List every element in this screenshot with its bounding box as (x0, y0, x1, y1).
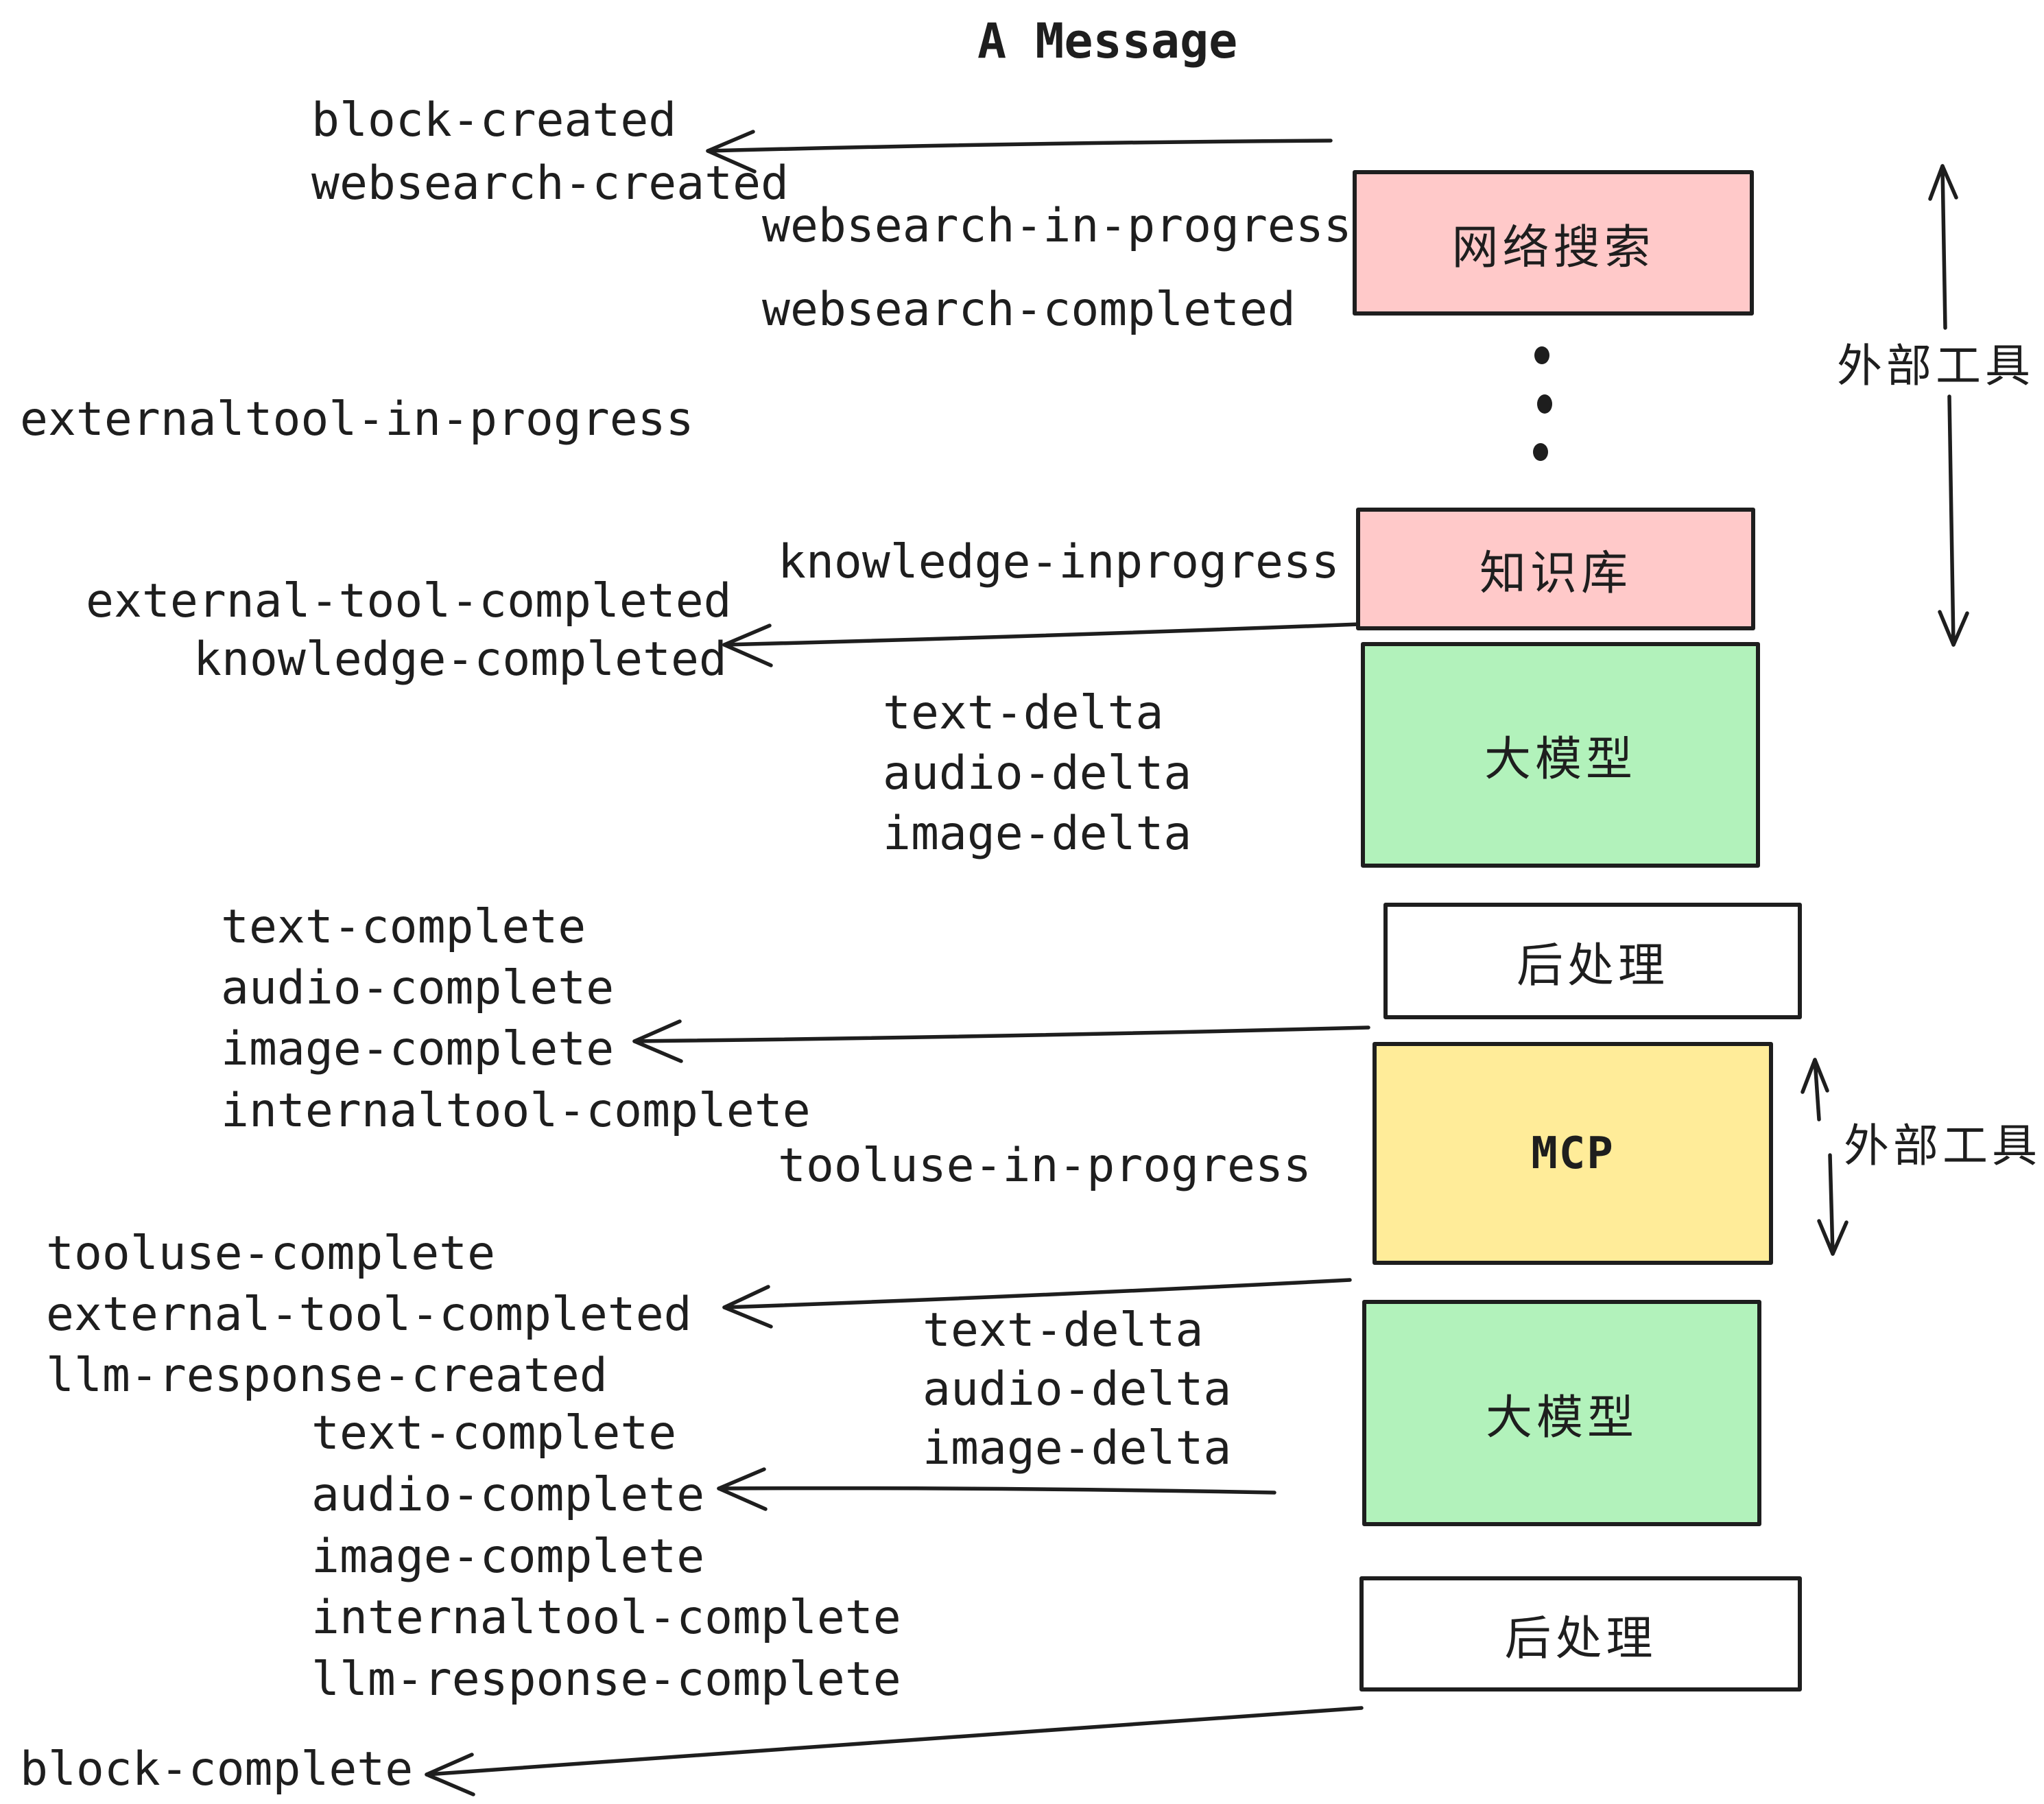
box-post-1: 后处理 (1383, 903, 1802, 1019)
event-label-audio-delta-2: audio-delta (923, 1362, 1232, 1416)
event-label-text-delta-2: text-delta (923, 1303, 1204, 1357)
event-label-text-delta: text-delta (883, 686, 1164, 740)
event-label-websearch-created: websearch-created (311, 156, 789, 211)
box-llm-2: 大模型 (1362, 1300, 1761, 1526)
box-knowledge-label: 知识库 (1479, 547, 1632, 600)
box-post-2-label: 后处理 (1504, 1612, 1657, 1665)
box-mcp-label: MCP (1531, 1128, 1615, 1179)
event-label-image-delta-2: image-delta (923, 1421, 1232, 1475)
event-label-text-complete-2: text-complete (311, 1406, 677, 1460)
box-post-2: 后处理 (1359, 1576, 1802, 1692)
event-label-llm-response-complete: llm-response-complete (311, 1652, 901, 1707)
event-label-websearch-in-progress: websearch-in-progress (762, 199, 1352, 253)
vertical-ellipsis-icon (1533, 346, 1552, 461)
diagram-title: A Message (977, 13, 1238, 69)
box-mcp: MCP (1372, 1042, 1773, 1265)
event-label-tooluse-in-progress: tooluse-in-progress (778, 1139, 1311, 1193)
event-label-image-complete: image-complete (221, 1022, 615, 1076)
event-label-audio-complete-2: audio-complete (311, 1468, 705, 1522)
box-llm-1-label: 大模型 (1484, 733, 1637, 785)
box-websearch: 网络搜索 (1353, 170, 1754, 316)
event-label-block-complete: block-complete (20, 1742, 414, 1796)
arrow-to-block-complete (425, 1706, 1364, 1796)
event-label-text-complete: text-complete (221, 900, 586, 954)
arrow-to-knowledge-completed (722, 622, 1362, 667)
double-arrow-external-tools-mid (1801, 1058, 1849, 1256)
external-tools-annotation-top: 外部工具 (1837, 340, 2034, 391)
arrow-to-block-created (706, 130, 1333, 174)
external-tools-annotation-mid: 外部工具 (1844, 1120, 2041, 1171)
event-label-internaltool-complete: internaltool-complete (221, 1084, 811, 1138)
event-label-block-created: block-created (311, 93, 677, 147)
event-label-audio-complete: audio-complete (221, 961, 615, 1015)
event-label-image-complete-2: image-complete (311, 1530, 705, 1584)
box-llm-1: 大模型 (1361, 642, 1760, 868)
event-label-image-delta: image-delta (883, 807, 1192, 861)
event-label-internaltool-complete-2: internaltool-complete (311, 1591, 901, 1645)
box-llm-2-label: 大模型 (1485, 1391, 1638, 1444)
box-websearch-label: 网络搜索 (1451, 221, 1655, 274)
event-label-externaltool-in-progress: externaltool-in-progress (20, 392, 694, 447)
event-label-external-tool-completed-2: external-tool-completed (46, 1287, 692, 1342)
event-label-llm-response-created: llm-response-created (46, 1349, 608, 1403)
event-label-external-tool-completed: external-tool-completed (86, 574, 732, 628)
event-label-knowledge-completed: knowledge-completed (193, 632, 727, 687)
event-label-knowledge-inprogress: knowledge-inprogress (778, 535, 1340, 589)
event-label-tooluse-complete: tooluse-complete (46, 1226, 496, 1281)
double-arrow-external-tools-top (1928, 164, 1969, 647)
box-knowledge: 知识库 (1356, 508, 1755, 630)
box-post-1-label: 后处理 (1516, 939, 1669, 992)
event-label-websearch-completed: websearch-completed (762, 283, 1296, 337)
arrow-to-image-complete (632, 1019, 1370, 1063)
event-label-audio-delta: audio-delta (883, 746, 1192, 800)
